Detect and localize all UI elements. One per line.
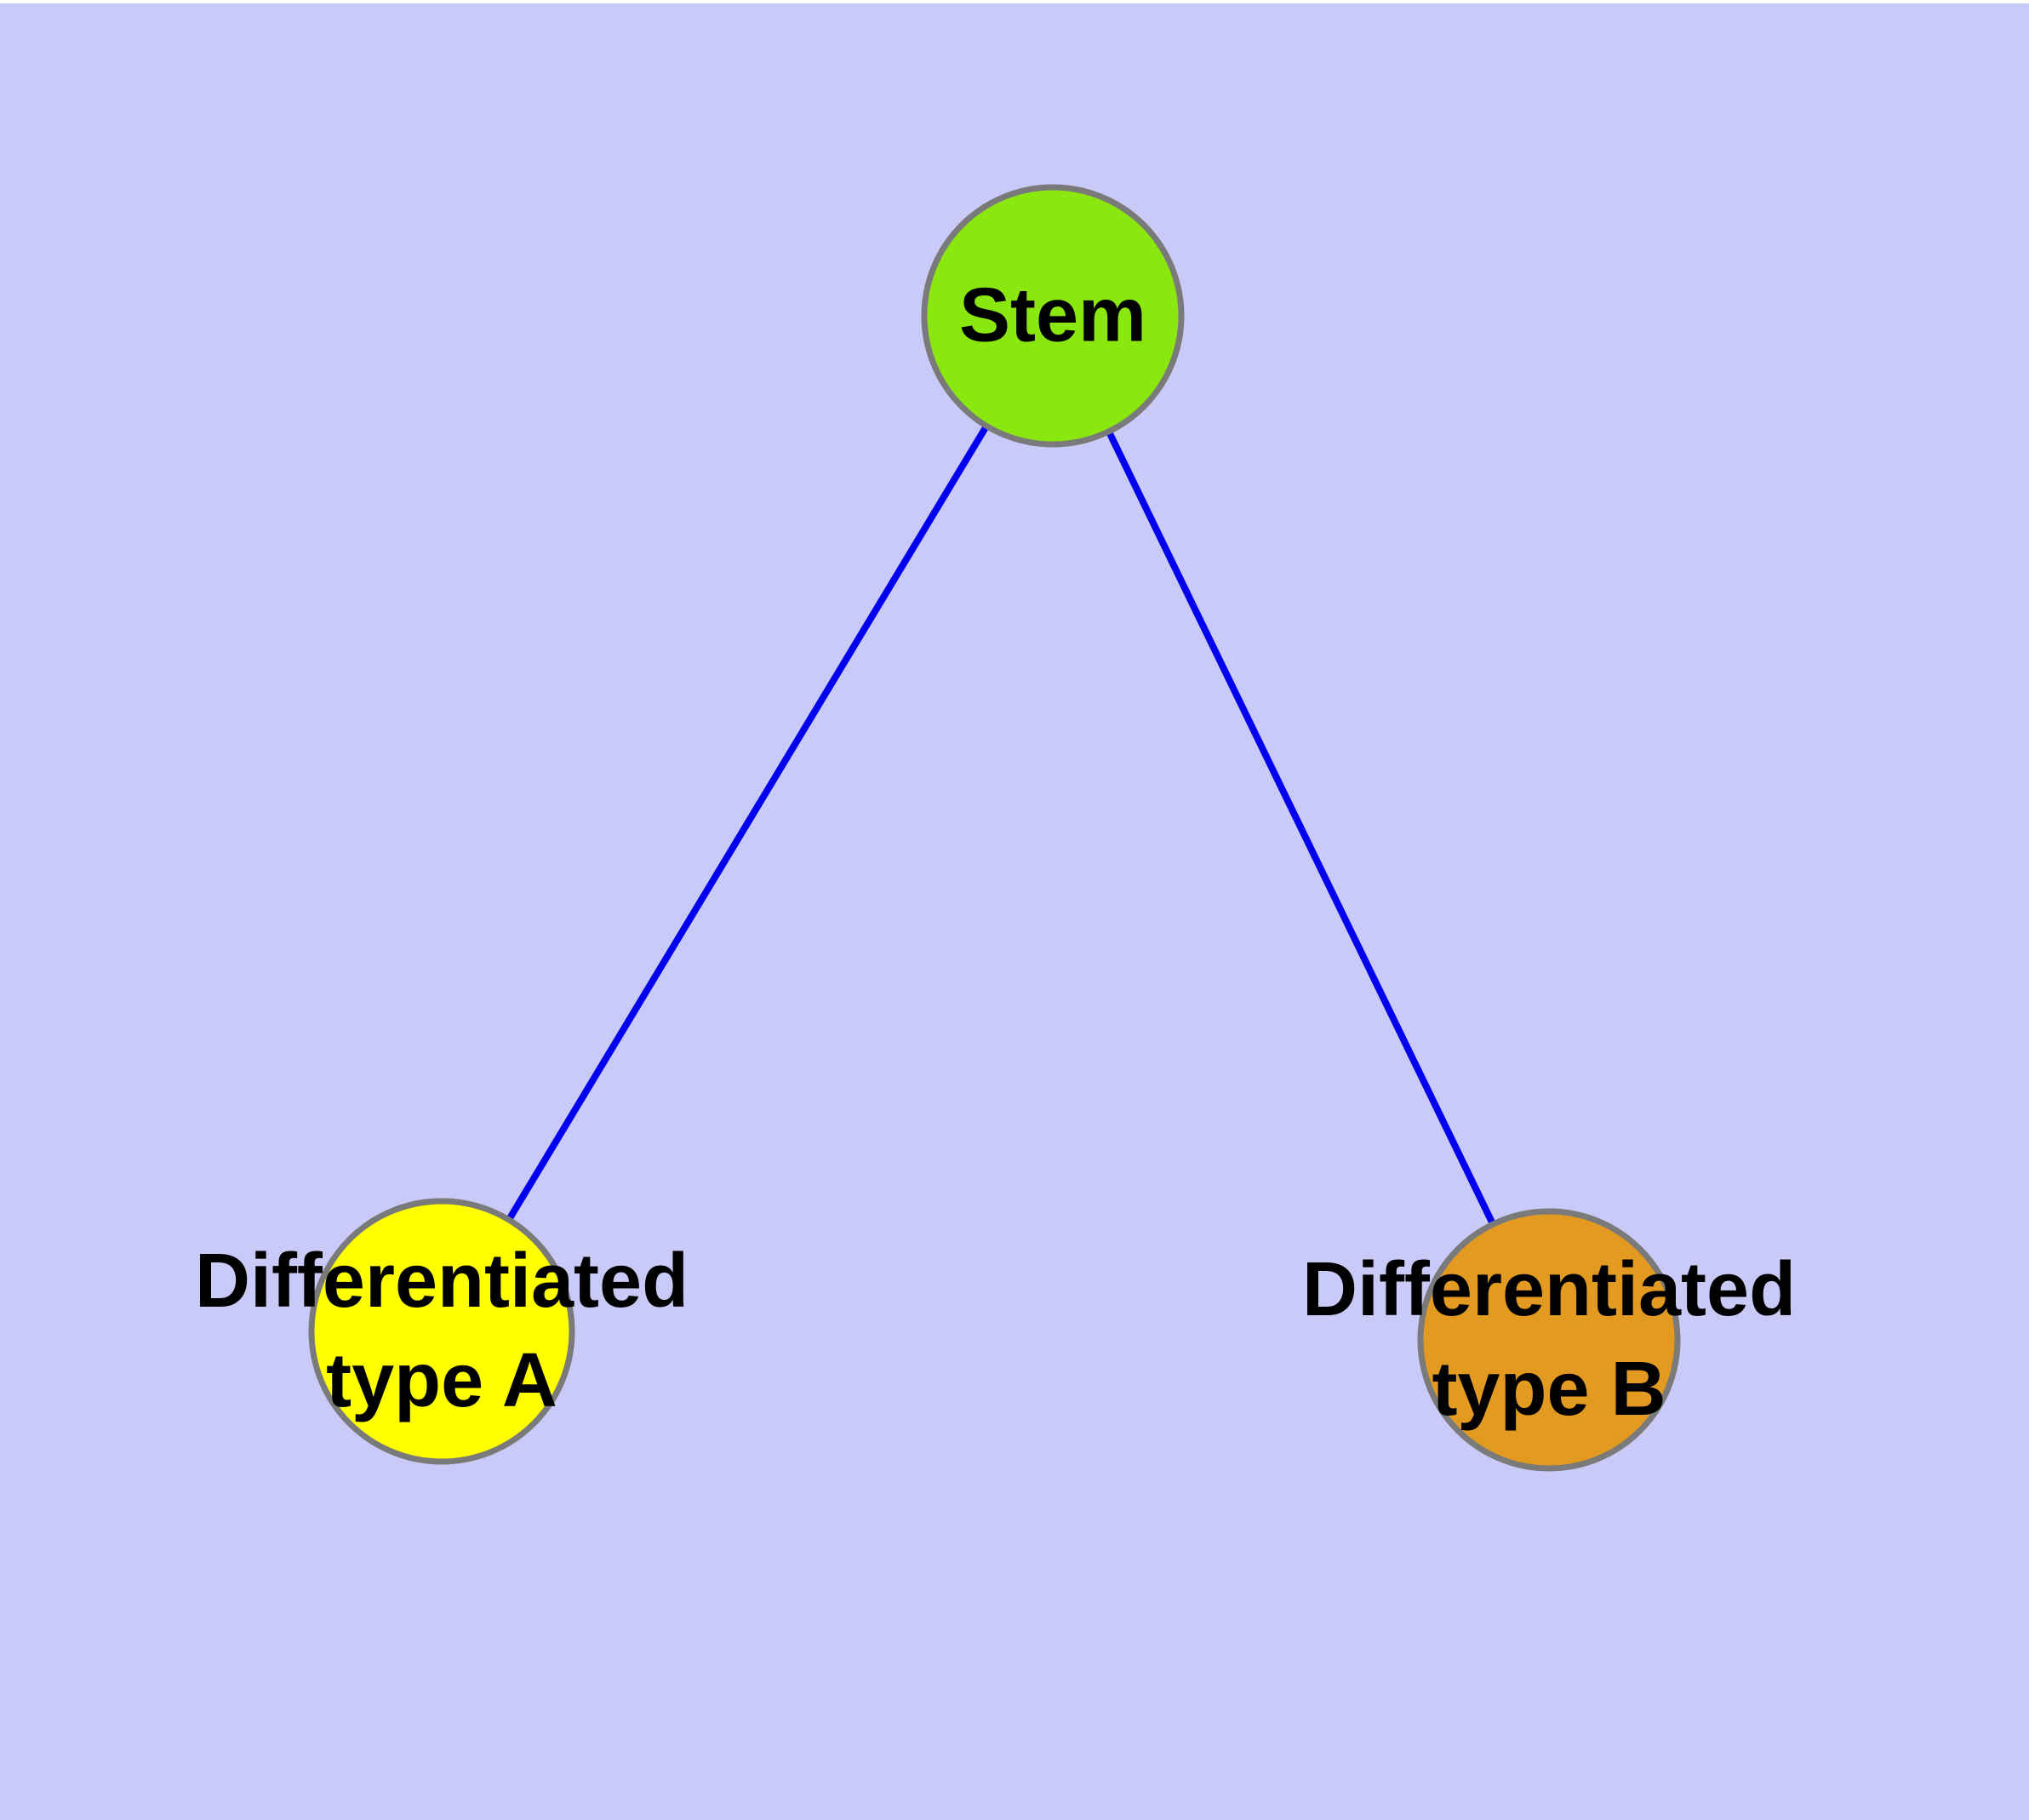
node-circle-type-a bbox=[308, 1198, 575, 1465]
node-circle-stem bbox=[921, 184, 1185, 448]
edge-line-stem-type-b bbox=[1049, 314, 1552, 1342]
top-margin bbox=[0, 0, 2029, 3]
node-circle-type-b bbox=[1417, 1208, 1681, 1472]
edge-line-stem-type-a bbox=[438, 313, 1056, 1334]
